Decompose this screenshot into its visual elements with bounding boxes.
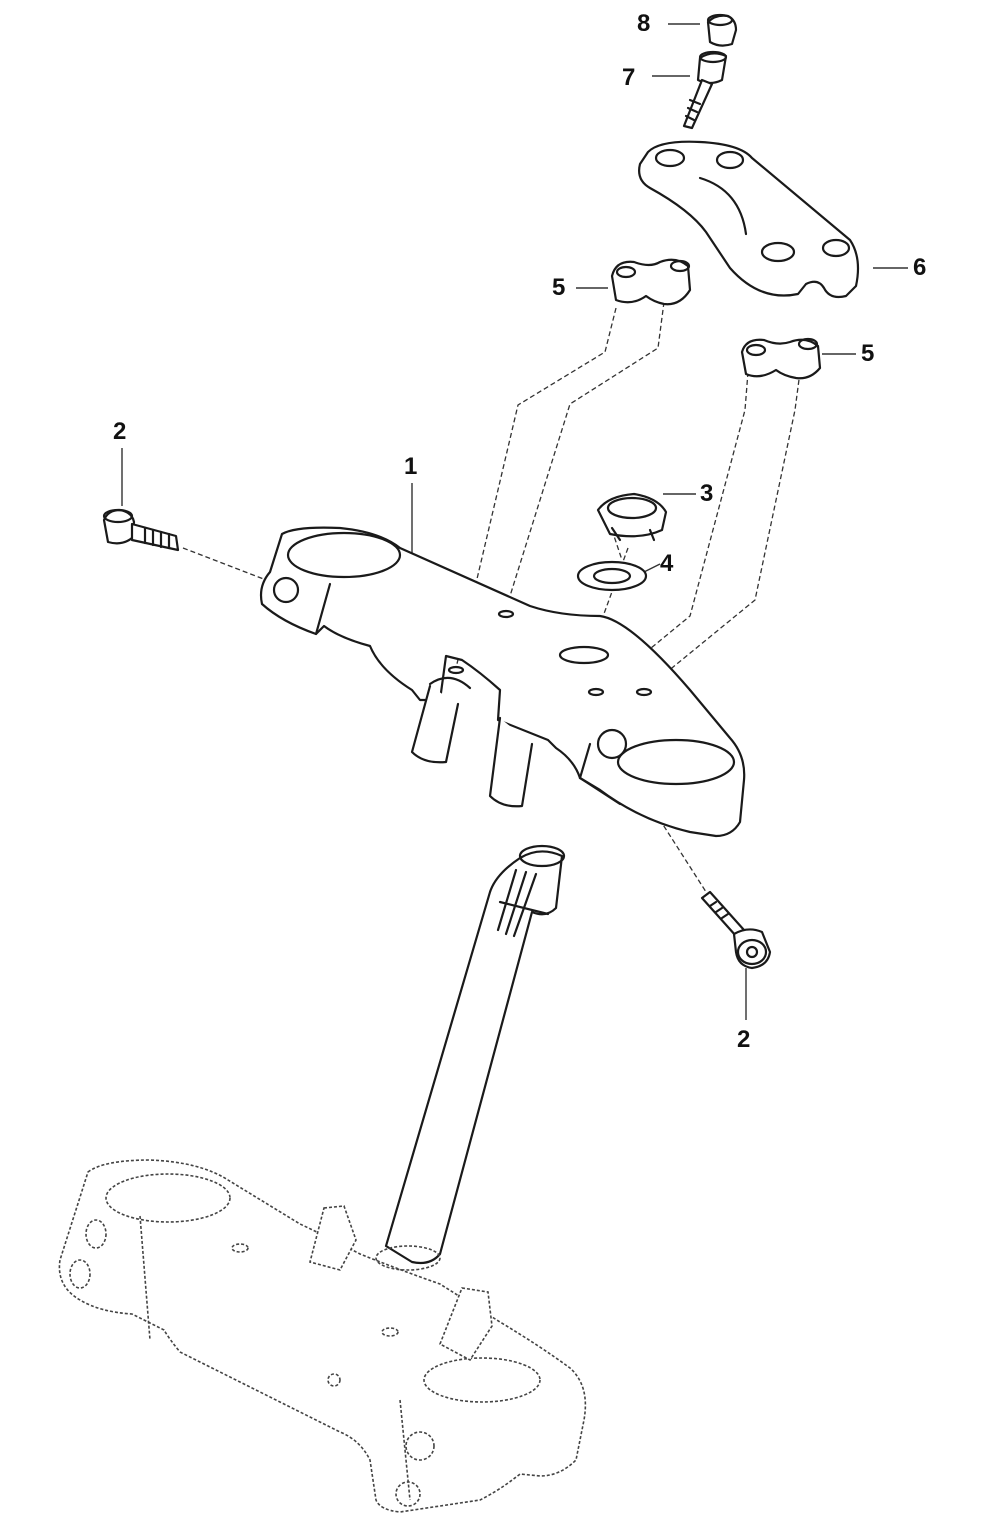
callout-5-right: 5 [861,340,875,367]
callout-1: 1 [404,453,418,480]
part-7-bolt [682,50,728,130]
part-2-pinch-bolt-left [102,508,180,552]
callout-3: 3 [700,480,714,507]
callout-5-upper: 5 [552,274,566,301]
part-6-handlebar-clamp [638,140,860,299]
part-2-pinch-bolt-right [700,890,772,970]
callout-6: 6 [913,254,927,281]
lower-triple-clamp [58,1159,587,1513]
part-8-cap [706,13,738,47]
callout-2-upper: 2 [113,418,127,445]
part-5-lower-clamp-left [610,258,692,306]
part-5-lower-clamp-right [740,337,822,380]
part-1-upper-triple-clamp [259,526,746,838]
callout-2-lower: 2 [737,1026,751,1053]
leader-lines [121,23,908,1020]
callout-7: 7 [622,64,636,91]
callout-4: 4 [660,550,674,577]
part-4-washer [576,560,648,592]
part-3-stem-nut [596,492,668,542]
callout-8: 8 [637,10,651,37]
steering-stem [384,844,566,1265]
